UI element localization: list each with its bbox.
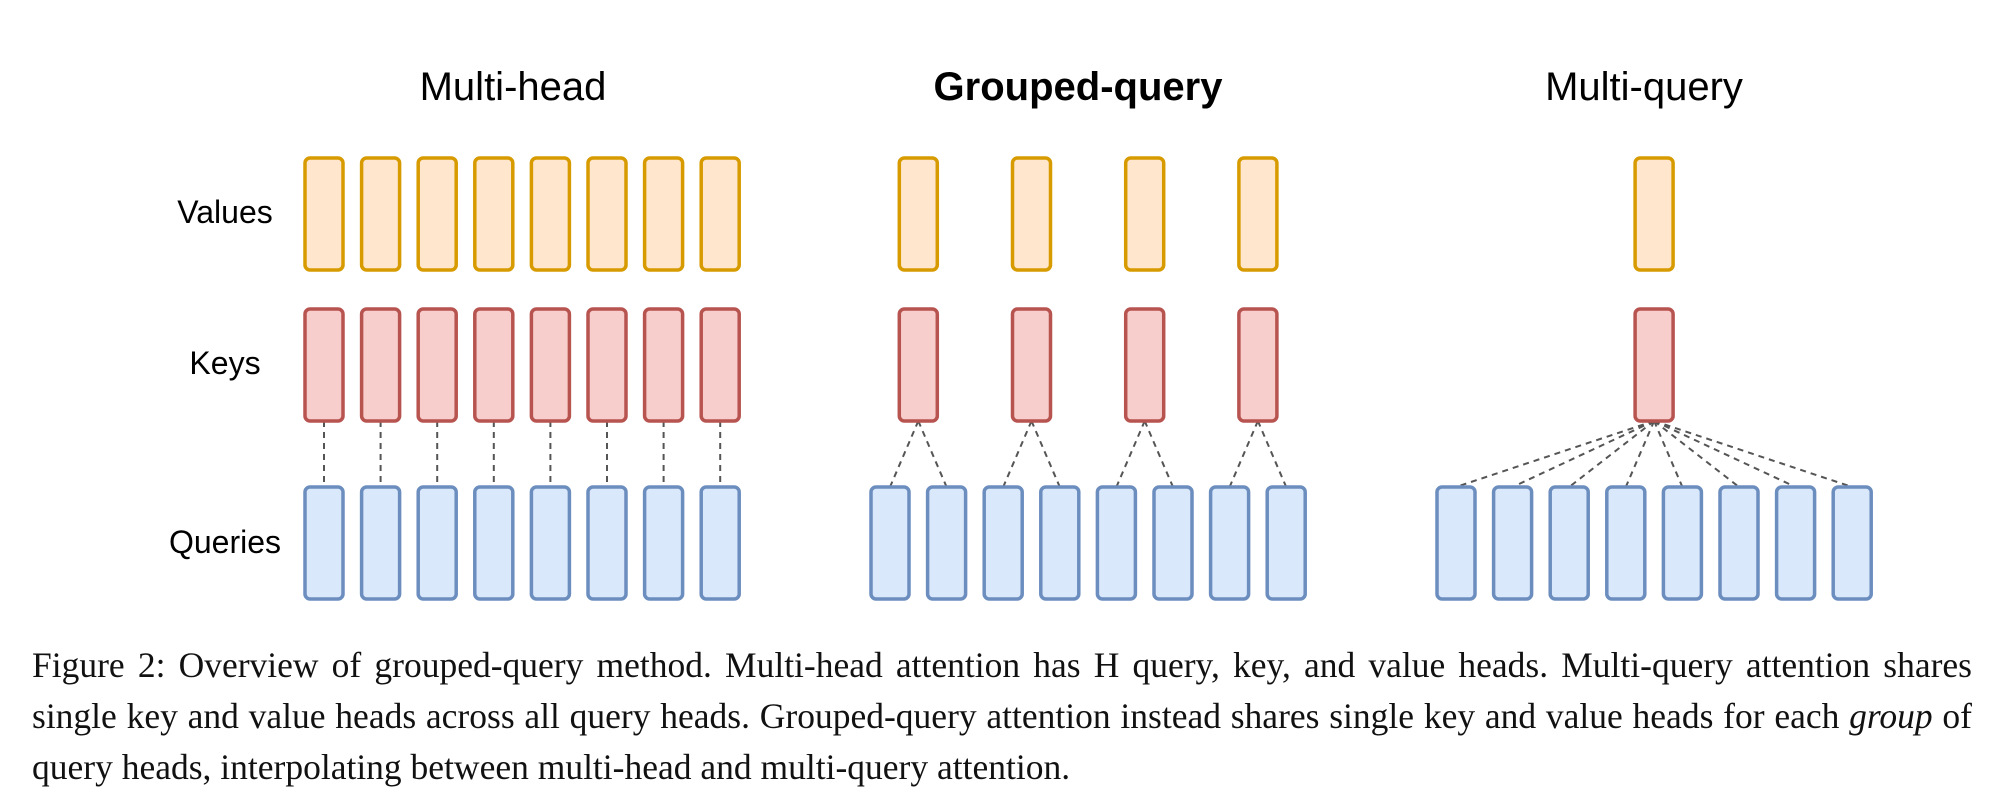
value-head — [303, 156, 345, 272]
query-head — [359, 485, 402, 601]
connector-line — [1002, 420, 1033, 488]
row-label-keys: Keys — [189, 345, 260, 381]
key-head — [1123, 307, 1166, 423]
value-head — [897, 156, 940, 272]
connector-line — [1143, 420, 1174, 488]
query-head — [1152, 485, 1194, 601]
query-head — [982, 485, 1024, 601]
value-head — [416, 156, 458, 272]
query-head — [1265, 485, 1307, 601]
connector-line — [917, 420, 948, 488]
query-head — [1435, 485, 1477, 601]
query-head — [925, 485, 968, 601]
value-head — [1237, 156, 1279, 272]
figure-caption: Figure 2: Overview of grouped-query meth… — [32, 640, 1972, 793]
key-head — [897, 307, 940, 423]
connector-line — [1512, 420, 1655, 488]
query-head — [869, 485, 911, 601]
query-head — [1718, 485, 1760, 601]
connectors-multi-head — [323, 421, 722, 487]
connector-line — [1653, 420, 1797, 488]
value-head — [1123, 156, 1166, 272]
key-head — [1633, 307, 1675, 423]
query-head — [303, 485, 345, 601]
value-head — [699, 156, 741, 272]
panel-multi-query: Multi-query — [1435, 65, 1873, 601]
attention-diagram: Values Keys Queries Multi-head Grouped-q… — [169, 65, 1873, 601]
query-head — [1605, 485, 1647, 601]
query-head — [1039, 485, 1081, 601]
connector-line — [1228, 420, 1259, 488]
caption-emphasis: group — [1849, 696, 1933, 736]
connector-line — [1568, 420, 1655, 488]
connector-line — [1653, 420, 1740, 488]
heads-multi-query — [1435, 156, 1873, 601]
value-head — [473, 156, 515, 272]
heads-multi-head — [303, 156, 741, 601]
key-head — [416, 307, 458, 423]
connector-line — [1030, 420, 1061, 488]
key-head — [699, 307, 741, 423]
query-head — [1491, 485, 1534, 601]
query-head — [416, 485, 458, 601]
query-head — [1208, 485, 1251, 601]
connector-line — [1653, 420, 1853, 488]
panel-title-multi-query: Multi-query — [1545, 65, 1743, 109]
query-head — [1661, 485, 1704, 601]
value-head — [1633, 156, 1675, 272]
key-head — [1237, 307, 1279, 423]
row-label-values: Values — [177, 194, 272, 230]
connector-line — [1256, 420, 1288, 488]
connectors-grouped-query — [889, 420, 1288, 488]
value-head — [1010, 156, 1053, 272]
query-head — [699, 485, 741, 601]
query-head — [1831, 485, 1873, 601]
value-head — [359, 156, 402, 272]
query-head — [642, 485, 685, 601]
panel-multi-head: Multi-head — [303, 65, 741, 601]
connector-line — [1115, 420, 1146, 488]
panel-title-multi-head: Multi-head — [420, 65, 607, 109]
key-head — [529, 307, 572, 423]
key-head — [303, 307, 345, 423]
connector-line — [889, 420, 920, 488]
panel-title-grouped-query: Grouped-query — [934, 65, 1224, 109]
connector-line — [1653, 420, 1684, 488]
query-head — [586, 485, 628, 601]
key-head — [642, 307, 685, 423]
value-head — [642, 156, 685, 272]
heads-grouped-query — [869, 156, 1307, 601]
value-head — [586, 156, 628, 272]
panel-grouped-query: Grouped-query — [869, 65, 1307, 601]
query-head — [473, 485, 515, 601]
query-head — [1548, 485, 1590, 601]
key-head — [359, 307, 402, 423]
connectors-multi-query — [1455, 420, 1853, 488]
query-head — [1095, 485, 1138, 601]
query-head — [1774, 485, 1817, 601]
key-head — [1010, 307, 1053, 423]
connector-line — [1624, 420, 1656, 488]
value-head — [529, 156, 572, 272]
caption-text: Figure 2: Overview of grouped-query meth… — [32, 645, 1972, 736]
query-head — [529, 485, 572, 601]
key-head — [473, 307, 515, 423]
row-label-queries: Queries — [169, 524, 281, 560]
caption-text-end: of query heads, interpolating between mu… — [32, 696, 1972, 787]
key-head — [586, 307, 628, 423]
connector-line — [1455, 420, 1655, 488]
